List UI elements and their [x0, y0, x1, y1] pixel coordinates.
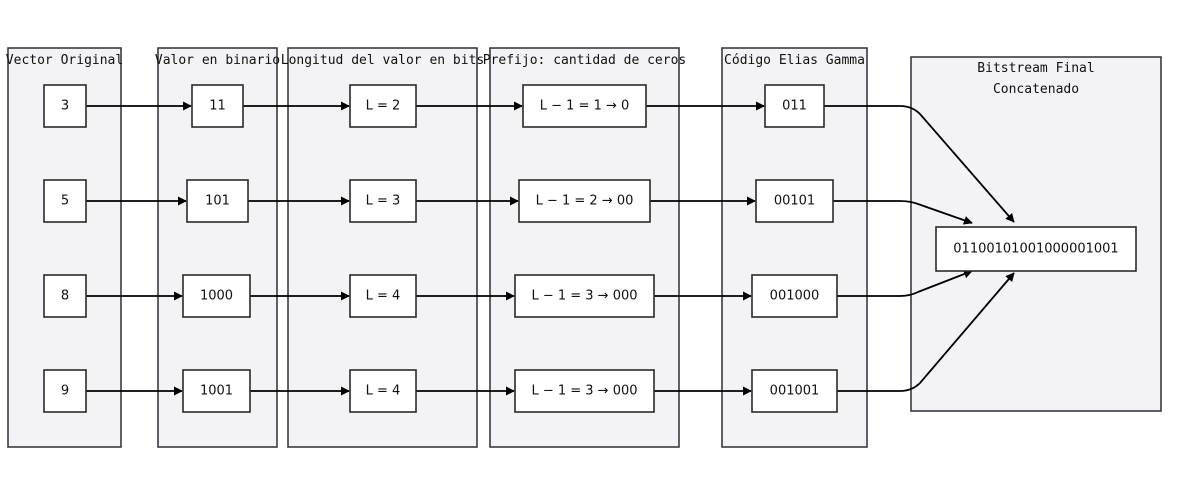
node-binary-11: 11 — [191, 84, 244, 128]
svg-text:01100101001000001001: 01100101001000001001 — [953, 242, 1118, 257]
svg-text:00101: 00101 — [774, 194, 815, 209]
edges — [86, 101, 1015, 396]
node-prefix-row2: L − 1 = 2 → 00 — [518, 179, 651, 223]
svg-text:L = 2: L = 2 — [366, 99, 401, 114]
node-code-001001: 001001 — [751, 369, 838, 413]
lane-title-prefijo: Prefijo: cantidad de ceros — [483, 53, 687, 68]
node-value-3: 3 — [43, 84, 87, 128]
node-code-011: 011 — [764, 84, 825, 128]
edge-code-bitstream-1 — [824, 105, 1015, 223]
svg-text:L − 1 = 3 → 000: L − 1 = 3 → 000 — [531, 289, 637, 304]
lane-title-codigo: Código Elias Gamma — [724, 53, 865, 68]
node-prefix-row4: L − 1 = 3 → 000 — [514, 369, 655, 413]
node-length-row2: L = 3 — [349, 179, 417, 223]
node-prefix-row1: L − 1 = 1 → 0 — [522, 84, 647, 128]
node-length-row4: L = 4 — [349, 369, 417, 413]
lane-title-bitstream-2: Concatenado — [993, 82, 1079, 97]
node-binary-101: 101 — [186, 179, 249, 223]
lane-title-bitstream-1: Bitstream Final — [977, 61, 1094, 76]
lane-title-longitud: Longitud del valor en bits — [281, 53, 485, 68]
node-binary-1001: 1001 — [182, 369, 251, 413]
edge-code-bitstream-2 — [833, 200, 973, 225]
svg-text:L − 1 = 3 → 000: L − 1 = 3 → 000 — [531, 384, 637, 399]
svg-text:011: 011 — [782, 99, 807, 114]
svg-text:3: 3 — [61, 99, 69, 114]
node-code-001000: 001000 — [751, 274, 838, 318]
node-binary-1000: 1000 — [182, 274, 251, 318]
node-length-row1: L = 2 — [349, 84, 417, 128]
node-value-5: 5 — [43, 179, 87, 223]
node-bitstream: 01100101001000001001 — [935, 226, 1137, 272]
node-prefix-row3: L − 1 = 3 → 000 — [514, 274, 655, 318]
edge-code-bitstream-4 — [837, 272, 1015, 392]
node-length-row3: L = 4 — [349, 274, 417, 318]
edge-code-bitstream-3 — [837, 269, 973, 297]
svg-text:L = 4: L = 4 — [366, 289, 401, 304]
svg-text:L − 1 = 1 → 0: L − 1 = 1 → 0 — [540, 99, 630, 114]
lane-title-vector: Vector Original — [6, 53, 123, 68]
svg-text:101: 101 — [205, 194, 230, 209]
svg-text:L − 1 = 2 → 00: L − 1 = 2 → 00 — [536, 194, 634, 209]
node-code-00101: 00101 — [755, 179, 834, 223]
svg-text:9: 9 — [61, 384, 69, 399]
svg-text:1001: 1001 — [200, 384, 233, 399]
svg-text:8: 8 — [61, 289, 69, 304]
lane-title-binario: Valor en binario — [155, 53, 280, 68]
svg-text:L = 3: L = 3 — [366, 194, 401, 209]
node-value-9: 9 — [43, 369, 87, 413]
svg-text:L = 4: L = 4 — [366, 384, 401, 399]
svg-text:5: 5 — [61, 194, 69, 209]
node-value-8: 8 — [43, 274, 87, 318]
svg-text:001001: 001001 — [770, 384, 820, 399]
svg-text:11: 11 — [209, 99, 226, 114]
svg-text:1000: 1000 — [200, 289, 233, 304]
svg-text:001000: 001000 — [770, 289, 820, 304]
